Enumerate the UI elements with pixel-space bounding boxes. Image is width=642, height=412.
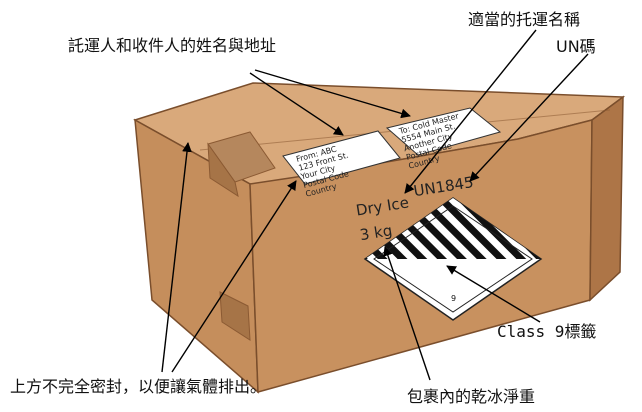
callout-dry-ice-weight: 包裹內的乾冰淨重: [407, 387, 536, 406]
arrow-vent-right: [171, 180, 297, 373]
recipient-label: To: Cold Master 5554 Main St. Another Ci…: [385, 107, 502, 171]
hazard-class-number: 9: [451, 294, 456, 303]
tape-strip-bottom: [219, 291, 251, 341]
arrow-class-label: [446, 265, 541, 323]
tape-strip-side: [207, 142, 239, 198]
callout-vent-note: 上方不完全密封，以便讓氣體排出。: [10, 377, 267, 396]
arrow-shipping-name: [404, 29, 537, 194]
callout-names-addresses: 託運人和收件人的姓名與地址: [68, 36, 277, 55]
callout-un-code: UN碼: [556, 37, 596, 56]
arrow-un-code: [469, 53, 589, 182]
callout-shipping-name: 適當的托運名稱: [468, 10, 581, 29]
arrow-names-to-shipper-label: [249, 72, 344, 136]
arrow-dry-ice-weight: [383, 246, 431, 381]
arrow-vent-left: [161, 142, 192, 373]
box-right-face: [589, 95, 624, 302]
arrow-names-to-recipient-label: [254, 69, 411, 119]
net-weight-marking: 3 kg: [359, 221, 394, 244]
callout-class-9-label: Class 9標籤: [497, 322, 597, 341]
